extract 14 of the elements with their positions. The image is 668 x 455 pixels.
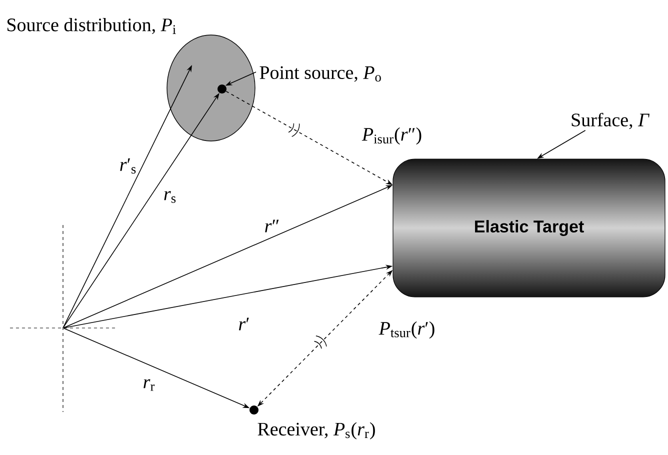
edge-label: r″ <box>265 220 279 232</box>
callout-text: Point source, P$_{o}$ <box>260 66 381 82</box>
axis-cross <box>10 224 116 412</box>
dot <box>218 84 226 94</box>
receiver-label: Receiver, P$_{s}$(r$_{r}$) <box>258 422 375 440</box>
edge-label: P$_{tsur}$(r′) <box>378 321 434 339</box>
edge-label: r$_{s}$ <box>164 191 176 203</box>
edge-label: r′ <box>238 318 249 330</box>
edge-label: r$_{r}$ <box>144 379 155 391</box>
target-box: Elastic Target <box>392 158 666 298</box>
edge-label: P$_{isur}$(r″) <box>362 127 422 145</box>
callout-text: Surface, Γ <box>572 112 650 130</box>
edge-label: r′$_{s}$ <box>120 158 136 174</box>
heading: Source distribution, P$_{i}$ <box>7 18 176 34</box>
